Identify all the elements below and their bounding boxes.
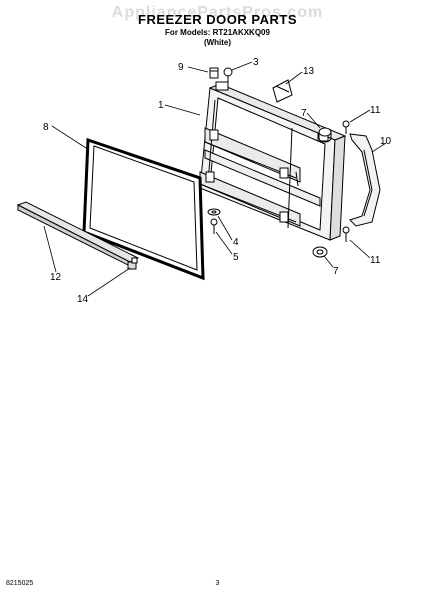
callout-4: 4 [233, 237, 239, 248]
callout-7-upper: 7 [301, 108, 307, 119]
callout-labels: 1 3 4 5 7 7 8 9 10 11 11 12 13 14 [43, 57, 392, 305]
callout-13: 13 [303, 66, 315, 77]
callout-3: 3 [253, 57, 259, 68]
models-line: For Models: RT21AKXKQ09 [165, 28, 270, 37]
page-number: 3 [215, 580, 220, 587]
door-label [272, 79, 293, 103]
leader-lines [43, 61, 387, 297]
breaker-strip [16, 201, 140, 267]
callout-11-lower: 11 [370, 255, 381, 266]
page-title: FREEZER DOOR PARTS [138, 12, 297, 27]
door-liner [199, 81, 347, 241]
door-handle [349, 133, 381, 227]
lower-screw [210, 218, 218, 234]
hinge-cap-lower [312, 246, 328, 258]
callout-11-upper: 11 [370, 105, 381, 116]
watermark: AppliancePartsPros.com [111, 4, 324, 21]
top-plug [209, 67, 219, 79]
door-gasket [82, 137, 205, 281]
lower-washer [207, 208, 221, 216]
color-line: (White) [203, 38, 232, 47]
callout-5: 5 [233, 252, 239, 263]
callout-10: 10 [380, 136, 392, 147]
callout-7-lower: 7 [333, 266, 339, 277]
callout-1: 1 [158, 100, 164, 111]
callout-8: 8 [43, 122, 49, 133]
top-screw [223, 67, 233, 84]
hinge-cap-upper [318, 127, 332, 143]
callout-12: 12 [50, 272, 62, 283]
document-code: 8215025 [6, 580, 34, 587]
handle-screw-upper [342, 120, 350, 134]
handle-screw-lower [342, 226, 350, 242]
callout-14: 14 [77, 294, 89, 305]
strip-clip [127, 257, 138, 270]
callout-9: 9 [178, 62, 184, 73]
